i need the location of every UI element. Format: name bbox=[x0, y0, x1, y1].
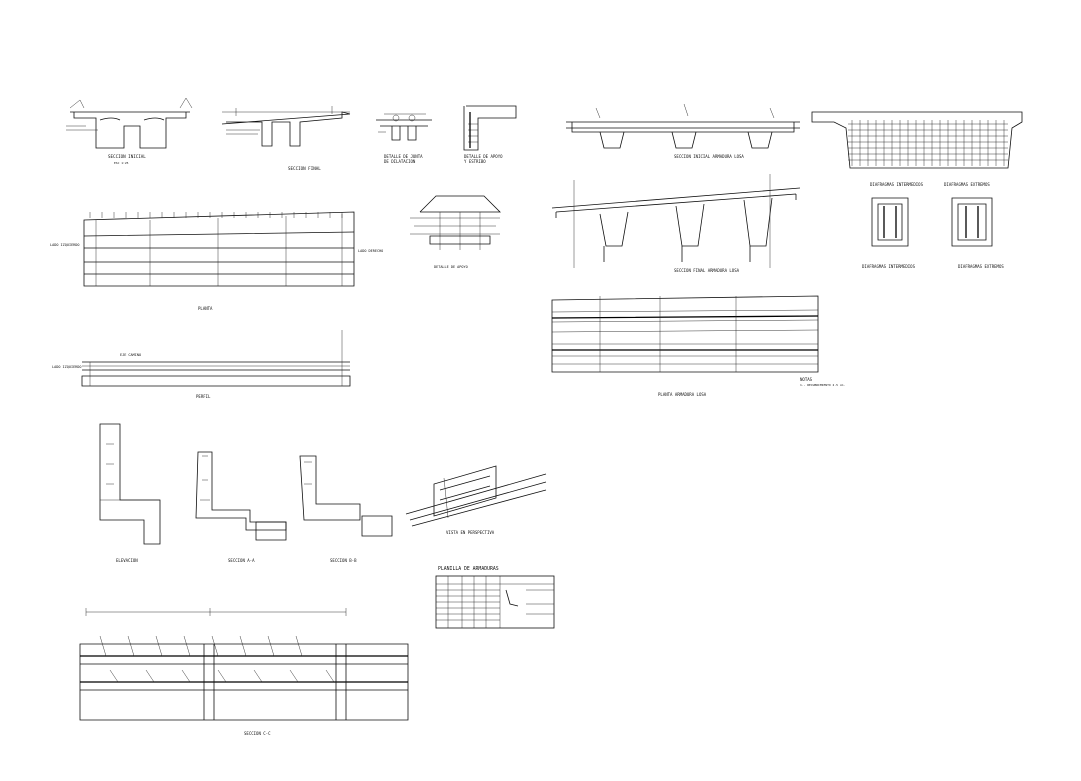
seccion-bb-view: SECCION B-B bbox=[299, 455, 393, 563]
leader-line bbox=[155, 635, 163, 657]
caption-seccion-cc: SECCION C-C bbox=[244, 731, 271, 736]
detalle-central-view: DETALLE DE APOYO bbox=[410, 195, 501, 269]
diafragma-grid-view: DIAFRAGMAS INTERMEDIOS DIAFRAGMAS EXTREM… bbox=[811, 111, 1023, 187]
caption-diafragmas-intermedios: DIAFRAGMAS INTERMEDIOS bbox=[862, 264, 916, 269]
caption-seccion-bb: SECCION B-B bbox=[330, 558, 357, 563]
planta-armadura-losa-view: PLANTA ARMADURA LOSA NOTAS 1.- RECUBRIMI… bbox=[551, 295, 845, 397]
detalle-apoyo-view: DETALLE DE APOYO Y ESTRIBO bbox=[463, 105, 517, 164]
planta-view: LADO IZQUIERDO LADO DERECHO PLANTA bbox=[50, 211, 383, 311]
leader-line bbox=[211, 635, 219, 657]
seccion-inicial-armadura-view: SECCION INICIAL ARMADURA LOSA bbox=[566, 103, 800, 159]
caption-seccion-final-armadura: SECCION FINAL ARMADURA LOSA bbox=[674, 268, 740, 273]
label-perfil-izq: LADO IZQUIERDO bbox=[52, 365, 82, 369]
leader-line bbox=[99, 635, 107, 657]
leader-line bbox=[325, 669, 335, 683]
leader-line bbox=[239, 635, 247, 657]
seccion-cc-view: SECCION C-C bbox=[79, 608, 409, 736]
leader-line bbox=[289, 669, 299, 683]
diafragma-rebar-grid bbox=[848, 120, 1008, 166]
seccion-final-view: SECCION FINAL bbox=[221, 106, 351, 171]
caption-detalle-junta-2: DE DILATACION bbox=[384, 159, 416, 164]
leader-line bbox=[217, 669, 227, 683]
caption-diafragmas-ext-top: DIAFRAGMAS EXTREMOS bbox=[944, 182, 990, 187]
elevacion-view: ELEVACION bbox=[99, 423, 161, 563]
seccion-aa-view: SECCION A-A bbox=[195, 451, 287, 563]
label-eje-camino: EJE CAMINO bbox=[120, 353, 141, 357]
leader-line bbox=[181, 669, 191, 683]
caption-seccion-inicial-armadura: SECCION INICIAL ARMADURA LOSA bbox=[674, 154, 744, 159]
caption-detalle-central: DETALLE DE APOYO bbox=[434, 265, 468, 269]
leader-line bbox=[127, 635, 135, 657]
leader-line bbox=[145, 669, 155, 683]
caption-perfil: PERFIL bbox=[196, 394, 211, 399]
caption-detalle-apoyo-2: Y ESTRIBO bbox=[464, 159, 486, 164]
caption-elevacion: ELEVACION bbox=[116, 558, 138, 563]
caption-diafragmas-extremos: DIAFRAGMAS EXTREMOS bbox=[958, 264, 1004, 269]
caption-planta: PLANTA bbox=[198, 306, 213, 311]
caption-diafragmas-int-top: DIAFRAGMAS INTERMEDIOS bbox=[870, 182, 924, 187]
caption-notas: NOTAS bbox=[800, 377, 813, 382]
cc-leaders bbox=[99, 635, 335, 683]
seccion-final-armadura-view: SECCION FINAL ARMADURA LOSA bbox=[551, 174, 801, 273]
caption-notas-texto: 1.- RECUBRIMIENTO 2.5 cm. bbox=[800, 383, 845, 387]
leader-line bbox=[253, 669, 263, 683]
leader-line bbox=[295, 635, 303, 657]
planilla-armaduras-view: PLANILLA DE ARMADURAS bbox=[435, 566, 555, 629]
perfil-view: LADO IZQUIERDO EJE CAMINO PERFIL bbox=[52, 330, 351, 399]
seccion-inicial-view: SECCION INICIAL ESC 1:25 bbox=[66, 97, 193, 165]
diafragmas-detail-view: DIAFRAGMAS INTERMEDIOS DIAFRAGMAS EXTREM… bbox=[862, 197, 1004, 269]
planta-ticks bbox=[89, 212, 343, 218]
caption-seccion-final: SECCION FINAL bbox=[288, 166, 321, 171]
caption-planta-armadura-losa: PLANTA ARMADURA LOSA bbox=[658, 392, 707, 397]
leader-line bbox=[109, 669, 119, 683]
caption-planilla-armaduras: PLANILLA DE ARMADURAS bbox=[438, 566, 499, 572]
vista-perspectiva-view: VISTA EN PERSPECTIVA bbox=[405, 465, 547, 535]
caption-detalle-apoyo: DETALLE DE APOYO bbox=[464, 154, 503, 159]
label-lado-izquierdo: LADO IZQUIERDO bbox=[50, 243, 80, 247]
detalle-junta-view: DETALLE DE JUNTA DE DILATACION bbox=[376, 113, 432, 164]
caption-escala: ESC 1:25 bbox=[114, 161, 129, 165]
leader-line bbox=[183, 635, 191, 657]
caption-seccion-inicial: SECCION INICIAL bbox=[108, 154, 146, 159]
caption-seccion-aa: SECCION A-A bbox=[228, 558, 255, 563]
caption-vista-perspectiva: VISTA EN PERSPECTIVA bbox=[446, 530, 495, 535]
caption-detalle-junta: DETALLE DE JUNTA bbox=[384, 154, 423, 159]
leader-line bbox=[267, 635, 275, 657]
label-lado-derecho: LADO DERECHO bbox=[358, 249, 383, 253]
